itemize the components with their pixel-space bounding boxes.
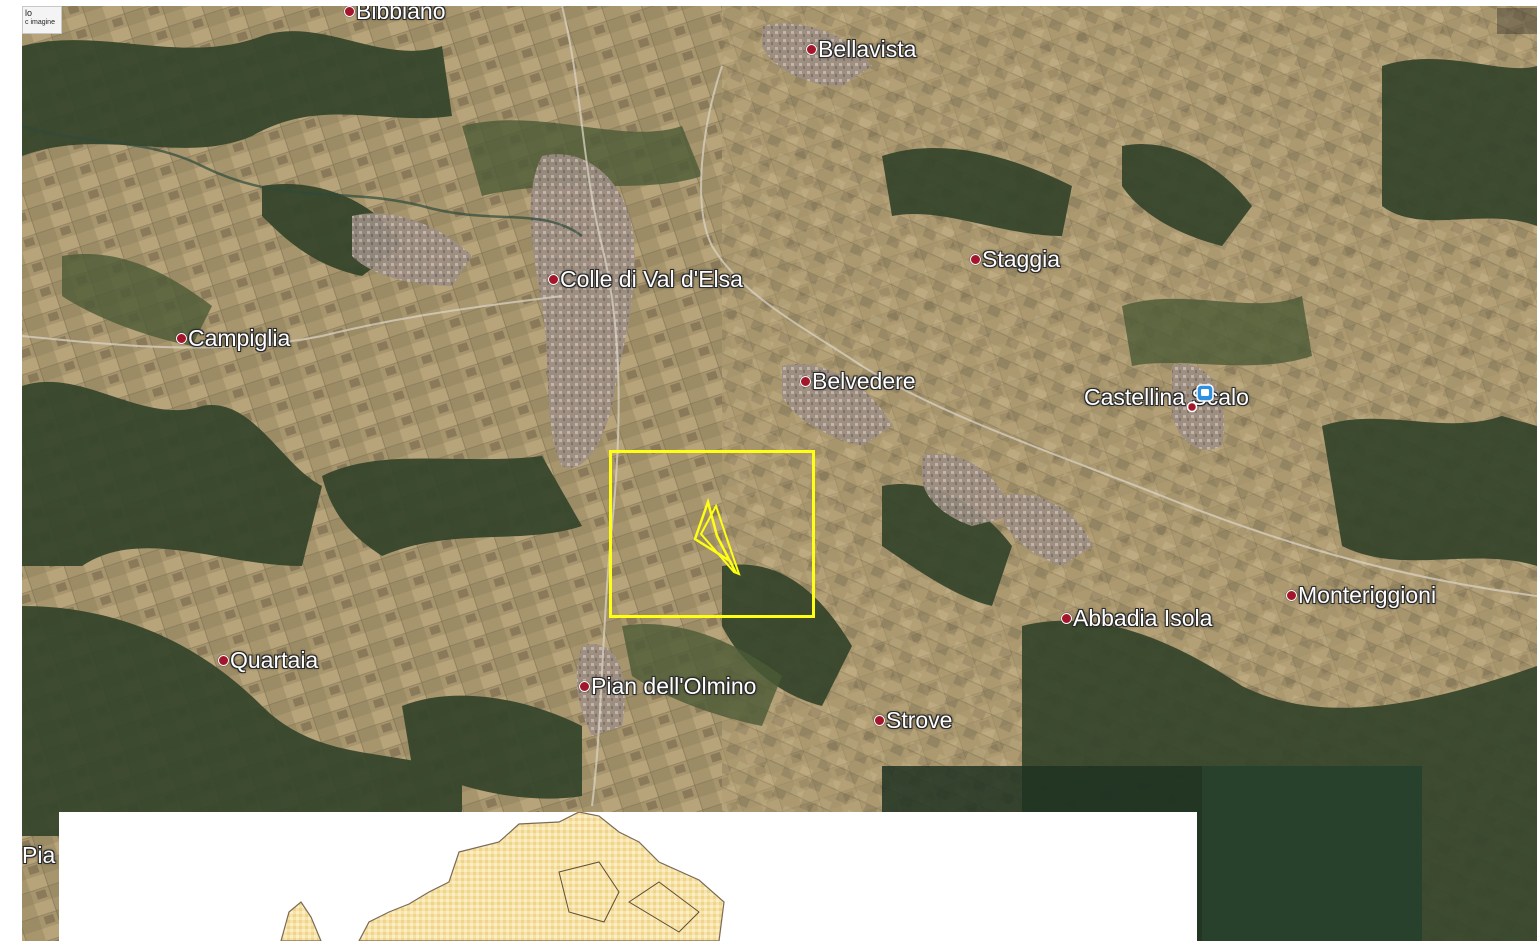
place-pin-icon [1286,590,1297,601]
compass-icon [1497,8,1537,34]
place-pin-icon [806,44,817,55]
place-label: Monteriggioni [1298,582,1437,608]
place-pin-icon [548,274,559,285]
place-marker[interactable]: Pian dell'Olmino [579,675,756,698]
place-label: Pian dell'Olmino [591,673,757,699]
place-label: Staggia [982,246,1061,272]
place-pin-icon [970,254,981,265]
place-pin-icon [874,715,885,726]
place-marker[interactable]: Quartaia [218,649,318,672]
place-pin-icon [1061,613,1072,624]
zoning-map-inset [59,812,1197,941]
place-pin-icon [218,655,229,666]
satellite-map[interactable]: lo c imagine Bibbiano Bellavista Colle d… [22,6,1537,941]
place-label: Quartaia [230,647,319,673]
place-marker[interactable]: Castellina Scalo [1084,386,1249,409]
place-marker[interactable]: Staggia [970,248,1060,271]
place-label: Colle di Val d'Elsa [560,266,743,292]
place-label: Pia [22,842,56,868]
place-marker[interactable]: Bellavista [806,38,916,61]
zoning-area-shape [280,812,725,941]
place-label: Castellina Scalo [1084,384,1249,410]
place-marker[interactable]: Bibbiano [344,6,446,23]
place-label: Bellavista [818,36,917,62]
train-station-icon [1196,384,1214,402]
legend-line: lo [25,8,33,18]
legend-line: c imagine [25,19,55,26]
place-label: Strove [886,707,953,733]
place-pin-icon [579,681,590,692]
place-marker[interactable]: Strove [874,709,952,732]
place-label: Belvedere [812,368,916,394]
place-marker[interactable]: Monteriggioni [1286,584,1436,607]
place-marker-cutoff[interactable]: Pia [22,844,55,867]
place-label: Bibbiano [356,6,446,24]
study-area-frame [609,450,815,618]
legend-chip: lo c imagine [22,6,62,34]
place-pin-icon [344,6,355,17]
place-pin-icon [176,333,187,344]
place-marker[interactable]: Campiglia [176,327,290,350]
place-pin-icon [800,376,811,387]
place-marker[interactable]: Abbadia Isola [1061,607,1212,630]
place-pin-icon [1186,401,1198,413]
place-marker[interactable]: Belvedere [800,370,916,393]
place-label: Campiglia [188,325,291,351]
place-marker[interactable]: Colle di Val d'Elsa [548,268,743,291]
place-label: Abbadia Isola [1073,605,1213,631]
